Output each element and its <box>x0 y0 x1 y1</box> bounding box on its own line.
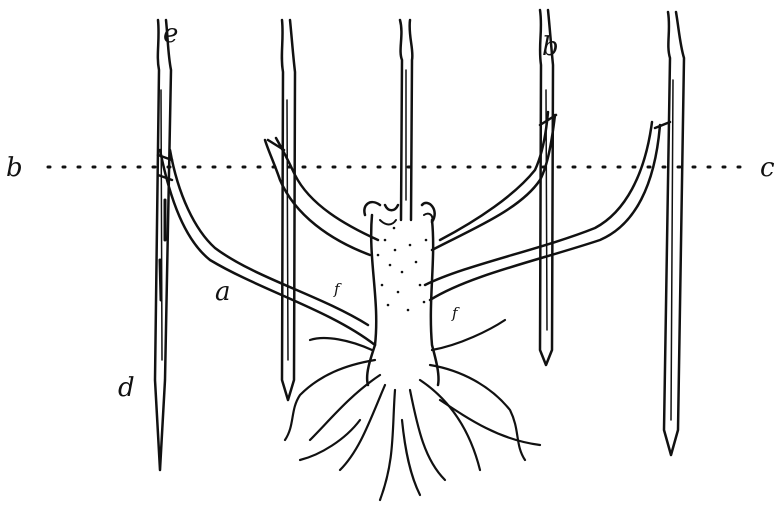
label-e: e <box>163 19 178 49</box>
label-d: d <box>118 373 135 403</box>
label-b-left: b <box>6 153 23 183</box>
label-c: c <box>760 153 775 183</box>
label-f-right: f <box>451 304 460 322</box>
stake-far-left <box>155 20 171 470</box>
stake-center <box>400 20 412 220</box>
label-b-upper: b <box>542 32 559 62</box>
branches <box>160 112 660 345</box>
stake-right-center <box>540 10 553 365</box>
stake-left-center <box>282 20 295 400</box>
label-a: a <box>215 277 231 307</box>
roots <box>285 320 540 500</box>
trunk <box>364 202 438 385</box>
stake-far-right <box>664 12 684 455</box>
trunk-stipple <box>377 227 428 312</box>
label-f-left: f <box>333 280 342 298</box>
tie-marks <box>158 115 670 180</box>
